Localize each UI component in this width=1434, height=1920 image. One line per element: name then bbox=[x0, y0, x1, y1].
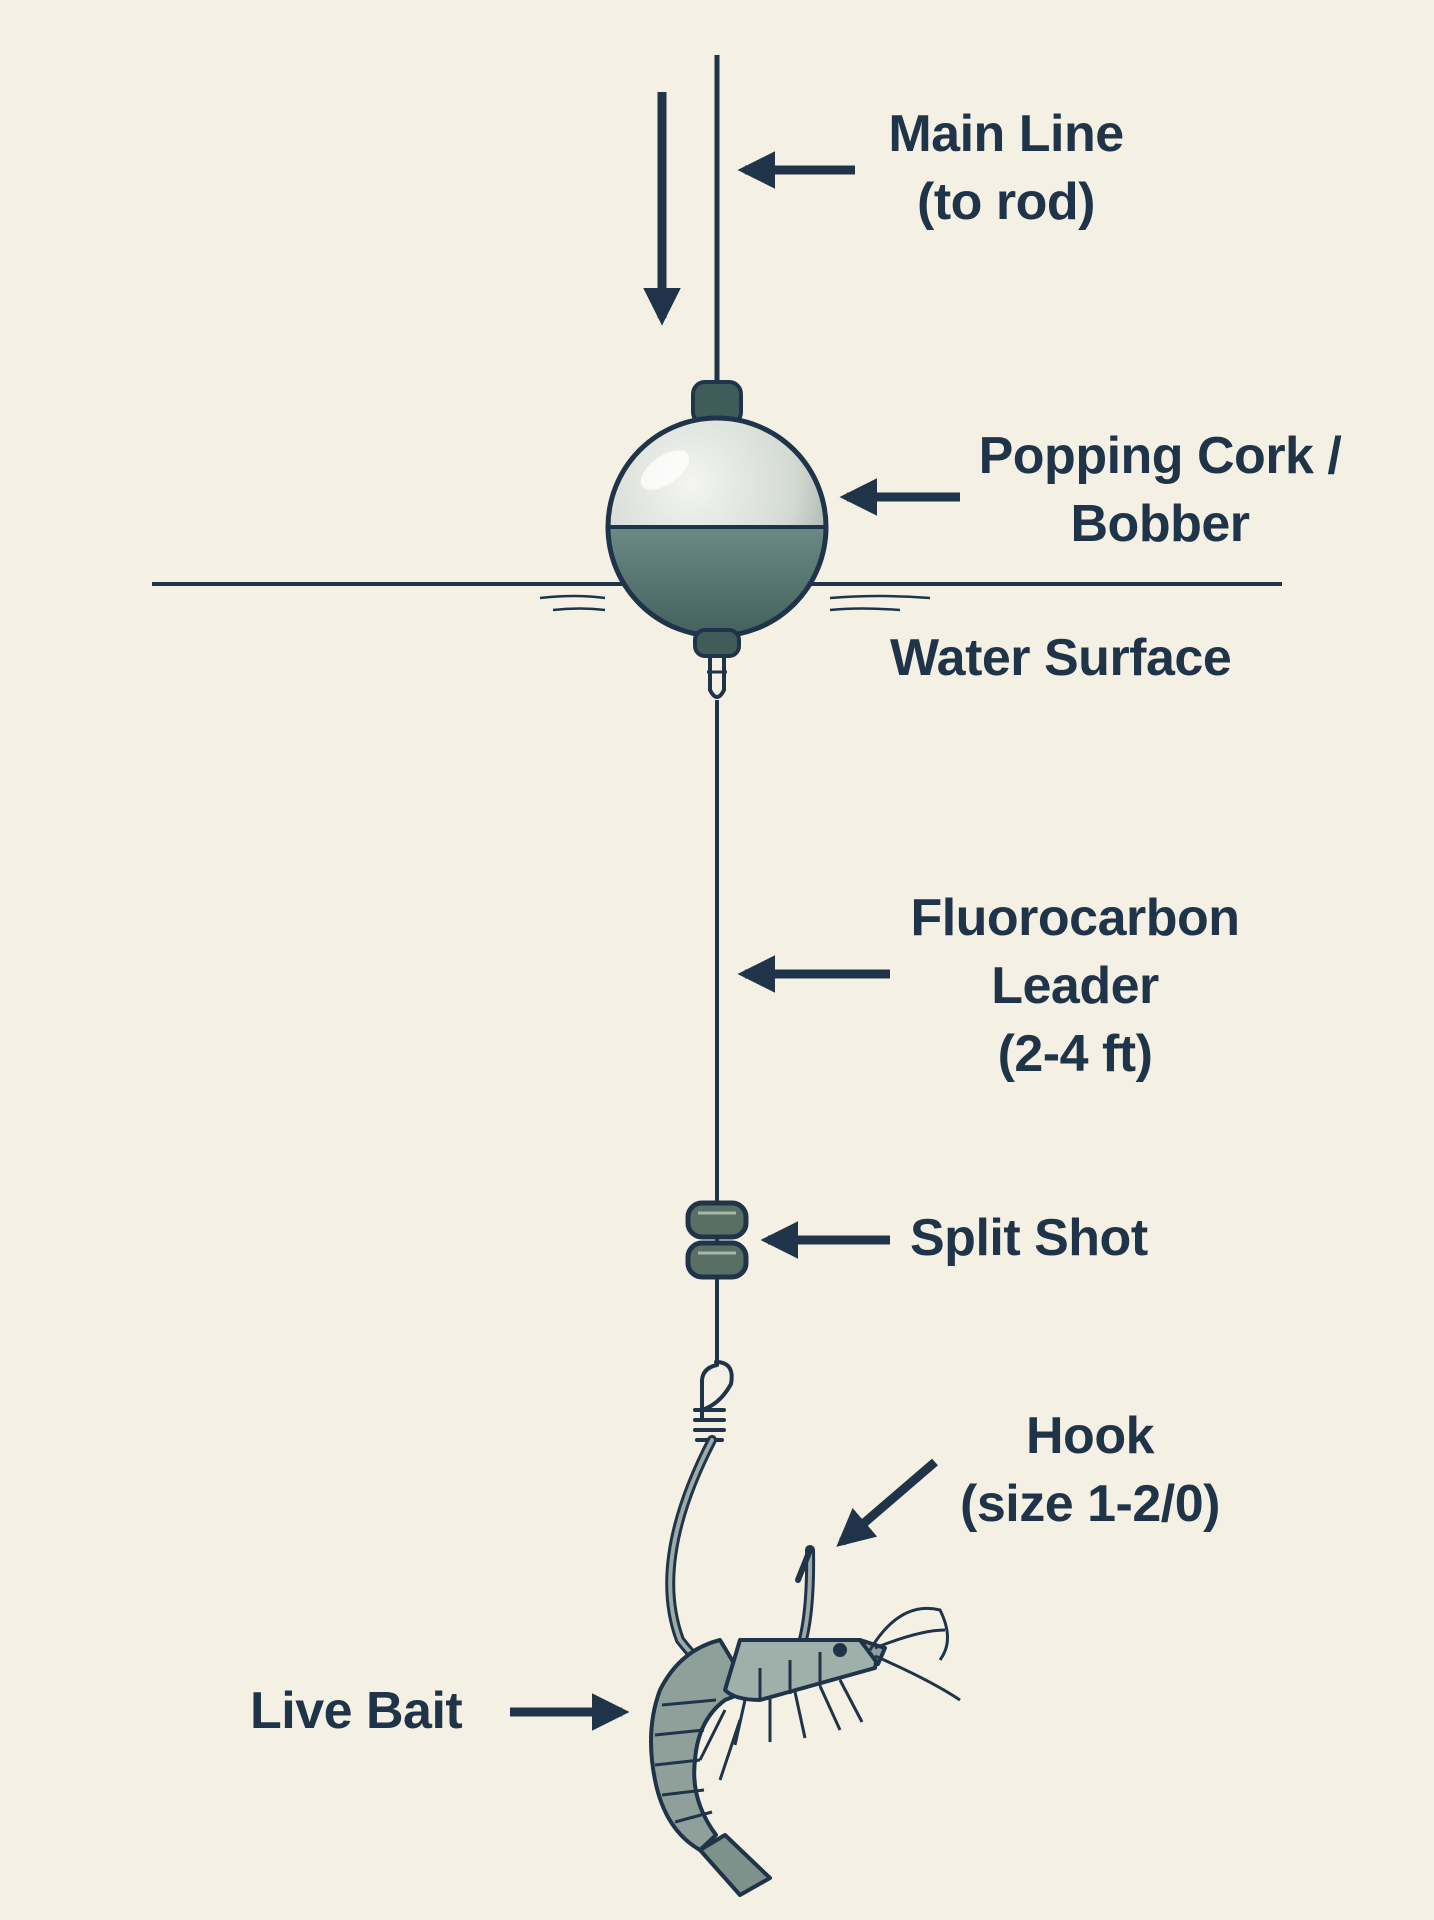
hook-arrow bbox=[836, 1458, 938, 1547]
live-bait-shrimp bbox=[649, 1606, 961, 1897]
split-shot bbox=[685, 1200, 749, 1280]
main-line-label: Main Line (to rod) bbox=[888, 105, 1124, 231]
popping-cork-label: Popping Cork / Bobber bbox=[978, 427, 1342, 553]
live-bait-label: Live Bait bbox=[250, 1682, 463, 1740]
leader-label: Fluorocarbon Leader (2-4 ft) bbox=[910, 889, 1240, 1083]
water-ripples bbox=[539, 594, 931, 612]
popping-cork-bobber bbox=[605, 380, 829, 699]
hook-label: Hook (size 1-2/0) bbox=[960, 1407, 1220, 1533]
water-surface-label: Water Surface bbox=[890, 629, 1232, 687]
split-shot-label: Split Shot bbox=[910, 1209, 1148, 1267]
